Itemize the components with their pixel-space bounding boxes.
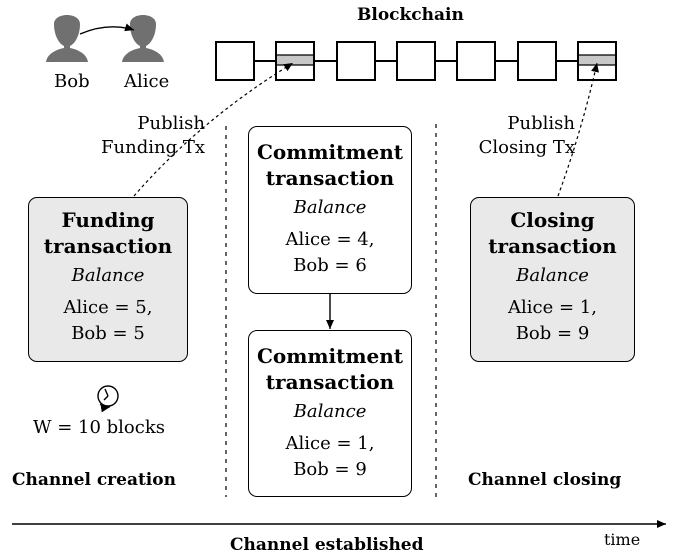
funding-transaction-box: Funding transaction Balance Alice = 5, B… [28, 197, 188, 362]
commitment1-title-line1: Commitment [256, 140, 404, 164]
closing-bob-balance: Bob = 9 [515, 323, 590, 344]
bob-alice-arrow [79, 23, 135, 35]
publish-funding-arrow [133, 62, 294, 197]
closing-transaction-box: Closing transaction Balance Alice = 1, B… [470, 197, 635, 362]
block-1 [215, 41, 255, 81]
publish-closing-line1: Publish [507, 113, 575, 134]
funding-title-line2: transaction [43, 234, 173, 258]
commitment2-bob-balance: Bob = 9 [293, 459, 367, 480]
channel-creation-label: Channel creation [12, 470, 176, 490]
closing-title-line2: transaction [488, 234, 617, 258]
channel-closing-label: Channel closing [468, 470, 622, 490]
closing-alice-balance: Alice = 1, [508, 297, 597, 318]
commitment2-balance-label: Balance [293, 401, 367, 422]
block-4 [396, 41, 436, 81]
publish-funding-line2: Funding Tx [101, 137, 205, 158]
block-3 [336, 41, 376, 81]
alice-person-icon [122, 15, 164, 62]
commitment1-title-line2: transaction [265, 166, 395, 190]
block-6 [517, 41, 557, 81]
blockchain [215, 41, 617, 81]
time-axis-label: time [604, 530, 641, 549]
alice-label: Alice [124, 71, 170, 92]
funding-bob-balance: Bob = 5 [71, 323, 145, 344]
bob-person-icon [46, 15, 88, 62]
commitment1-balance-label: Balance [293, 197, 367, 218]
commitment1-alice-balance: Alice = 4, [285, 229, 375, 250]
commitment-transaction-box-2: Commitment transaction Balance Alice = 1… [248, 330, 412, 497]
timer-label: W = 10 blocks [33, 417, 165, 438]
funding-title-line1: Funding [61, 208, 155, 232]
funding-alice-balance: Alice = 5, [63, 297, 153, 318]
publish-funding-label: Publish Funding Tx [55, 112, 205, 160]
publish-closing-line2: Closing Tx [478, 137, 575, 158]
commitment2-alice-balance: Alice = 1, [285, 433, 375, 454]
clock-icon [97, 385, 119, 413]
commitment2-title-line1: Commitment [256, 344, 404, 368]
publish-closing-label: Publish Closing Tx [420, 112, 575, 160]
blockchain-title: Blockchain [357, 5, 464, 25]
block-5 [456, 41, 496, 81]
publish-funding-line1: Publish [137, 113, 205, 134]
closing-title-line1: Closing [510, 208, 595, 232]
funding-balance-label: Balance [71, 265, 145, 286]
channel-established-label: Channel established [230, 535, 424, 555]
bob-label: Bob [54, 71, 90, 92]
commitment1-bob-balance: Bob = 6 [293, 255, 367, 276]
closing-balance-label: Balance [516, 265, 589, 286]
commitment-transaction-box-1: Commitment transaction Balance Alice = 4… [248, 126, 412, 294]
commitment2-title-line2: transaction [265, 370, 395, 394]
